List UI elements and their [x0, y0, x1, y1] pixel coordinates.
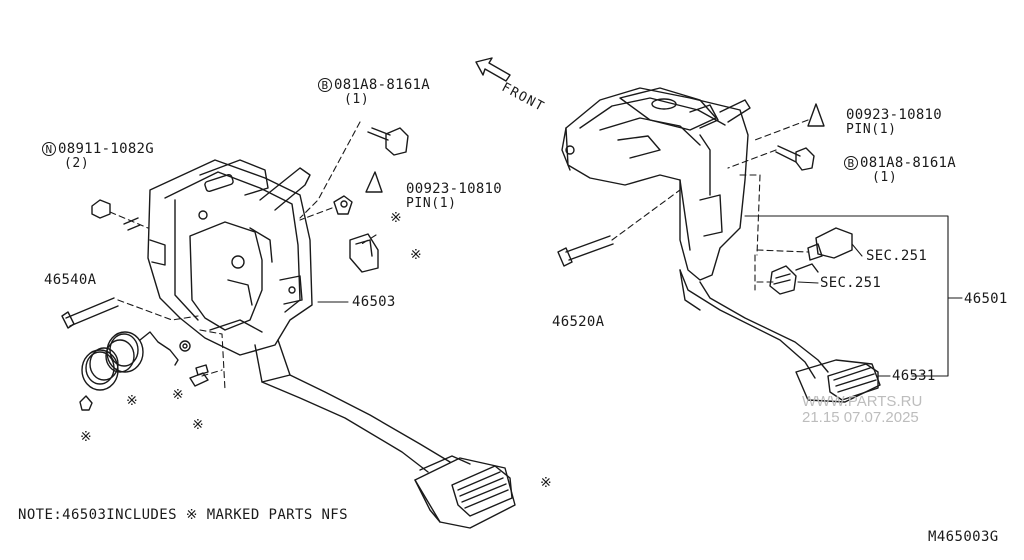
label-long-bolt-left: 46540A [44, 272, 97, 288]
diagram-code: M465003G [928, 529, 999, 545]
nfs-mark: ※ [410, 247, 423, 263]
nfs-mark: ※ [192, 417, 205, 433]
nut-symbol-icon: N [42, 142, 56, 156]
label-sec-lower: SEC.251 [820, 275, 882, 291]
front-arrow-icon [475, 57, 511, 82]
watermark-site: WWW.PARTS.RU [802, 393, 923, 410]
long-bolt-left [61, 297, 119, 329]
qty-pin-left: PIN(1) [406, 196, 457, 211]
nfs-mark: ※ [540, 475, 553, 491]
pin-left [333, 171, 383, 215]
long-bolt-right [557, 235, 614, 267]
label-sec-upper: SEC.251 [866, 248, 928, 264]
nfs-mark: ※ [390, 210, 403, 226]
label-pin-right: 00923-10810 [846, 107, 943, 123]
label-pedal-assy: 46501 [964, 291, 1008, 307]
pedal-arm-left [254, 339, 471, 473]
qty-pin-right: PIN(1) [846, 122, 897, 137]
label-long-bolt-right: 46520A [552, 314, 605, 330]
pedal-pad-left [414, 457, 516, 529]
watermark-date: 21.15 07.07.2025 [802, 409, 919, 426]
clip-left [79, 395, 93, 411]
bracket-assembly-right [561, 87, 751, 281]
dashed-lines [109, 119, 809, 391]
clip-bracket [349, 233, 379, 273]
qty-nut-left: (2) [64, 156, 90, 171]
nfs-mark: ※ [126, 393, 139, 409]
bolt-symbol-icon: B [318, 78, 332, 92]
label-bracket: 46503 [352, 294, 396, 310]
stopper-bolt [189, 364, 209, 387]
pedal-arm-right [679, 269, 829, 379]
bracket-assembly-left [147, 159, 313, 356]
return-spring-left [81, 331, 179, 391]
qty-bolt-right: (1) [872, 170, 898, 185]
bolt-symbol-icon-right: B [844, 156, 858, 170]
nfs-mark: ※ [172, 387, 185, 403]
switch-lower [769, 263, 819, 295]
pedal-pad-right [795, 359, 881, 403]
label-pad: 46531 [892, 368, 936, 384]
switch-upper [807, 227, 853, 261]
bolt-right [775, 145, 815, 171]
nfs-mark: ※ [80, 429, 93, 445]
leader-lines [317, 215, 963, 377]
note-text: NOTE:46503INCLUDES ※ MARKED PARTS NFS [18, 507, 348, 523]
grommet-small [179, 340, 191, 352]
qty-bolt-left: (1) [344, 92, 370, 107]
label-pin-left: 00923-10810 [406, 181, 503, 197]
bolt-left-top [367, 127, 409, 156]
nut-left [91, 199, 111, 219]
pin-right [807, 103, 825, 127]
